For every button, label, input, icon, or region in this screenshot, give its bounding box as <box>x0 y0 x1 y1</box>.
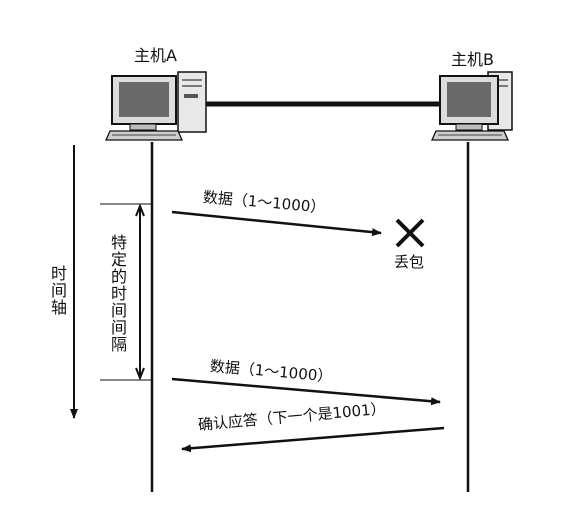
time-axis-label: 时间轴 <box>48 265 67 316</box>
host-a-computer-icon <box>104 71 207 141</box>
first-send-arrow <box>171 210 382 237</box>
host-a-label: 主机A <box>134 46 177 65</box>
resend-arrow <box>171 377 441 406</box>
lost-label: 丢包 <box>394 253 425 271</box>
ack-arrow <box>181 426 445 453</box>
packet-lost-x-icon <box>395 218 425 248</box>
host-b-computer-icon <box>430 71 513 141</box>
host-b-label: 主机B <box>451 50 494 69</box>
interval-bracket <box>100 203 152 381</box>
interval-label: 特定的时间间隔 <box>108 234 127 353</box>
